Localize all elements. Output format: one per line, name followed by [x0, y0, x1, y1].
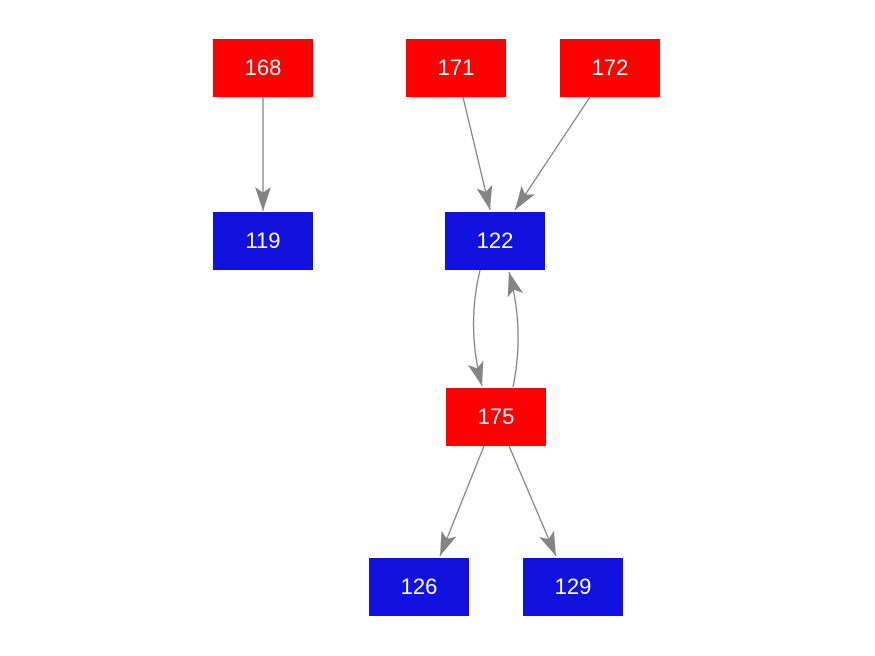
node-label: 172: [591, 55, 629, 80]
node-label: 168: [244, 55, 282, 80]
node-126[interactable]: 126: [369, 558, 469, 616]
edge-175-129: [508, 445, 557, 557]
node-175[interactable]: 175: [446, 388, 546, 446]
node-label: 126: [400, 574, 438, 599]
node-label: 119: [245, 228, 281, 253]
node-label: 171: [437, 55, 475, 80]
arrowhead-168-119: [255, 187, 271, 211]
edge-175-126: [439, 445, 485, 557]
node-label: 175: [477, 404, 515, 429]
arrowhead-175-126: [440, 530, 457, 556]
arrowhead-122-175: [467, 360, 484, 386]
arrowhead-171-122: [476, 184, 493, 210]
node-label: 129: [554, 574, 592, 599]
node-172[interactable]: 172: [560, 39, 660, 97]
arrowhead-175-129: [539, 530, 556, 556]
edge-172-122: [514, 96, 591, 211]
node-171[interactable]: 171: [406, 39, 506, 97]
node-122[interactable]: 122: [445, 212, 545, 270]
node-168[interactable]: 168: [213, 39, 313, 97]
node-label: 122: [476, 228, 514, 253]
node-129[interactable]: 129: [523, 558, 623, 616]
node-119[interactable]: 119: [213, 212, 313, 270]
arrowhead-172-122: [515, 185, 535, 210]
edge-171-122: [462, 96, 491, 211]
arrowhead-175-122: [507, 272, 524, 298]
